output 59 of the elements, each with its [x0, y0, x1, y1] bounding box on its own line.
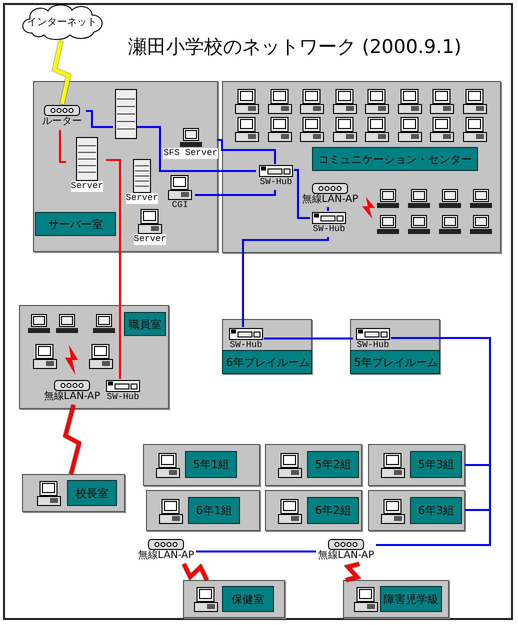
room-panel: [143, 444, 260, 486]
network-cable: [86, 110, 113, 128]
room-label: 5年1組: [185, 451, 237, 478]
room-label: 6年3組: [410, 497, 462, 524]
room-panel: [350, 319, 440, 374]
diagram-title: 瀬田小学校のネットワーク (2000.9.1): [128, 35, 462, 60]
network-cable: [106, 159, 121, 379]
room-panel: [265, 490, 362, 531]
device-label: ルーター: [42, 116, 82, 127]
room-label: 5年2組: [307, 451, 359, 478]
room-panel: [22, 474, 125, 512]
device-label: 無線LAN-AP: [318, 550, 374, 561]
room-label: 5年プレイルーム: [350, 350, 440, 374]
network-cable: [376, 337, 491, 546]
room-panel: [222, 81, 501, 253]
network-cable: [59, 130, 66, 163]
device-label: Server: [134, 234, 166, 245]
network-cable: [217, 139, 276, 164]
device-label: 無線LAN-AP: [44, 391, 100, 402]
device-label: SFS Server: [163, 148, 218, 159]
room-label: 6年1組: [188, 497, 240, 524]
room-panel: [19, 305, 169, 409]
lightning-bolt: [182, 563, 209, 581]
device-label: Server: [126, 193, 158, 204]
room-panel: [368, 444, 465, 486]
network-cable: [294, 169, 310, 219]
device-label: SW-Hub: [312, 224, 346, 235]
lightning-bolt: [344, 562, 362, 582]
network-cable: [137, 126, 256, 172]
device-label: CGI: [172, 200, 188, 211]
room-panel: [265, 444, 362, 486]
device-label: Server: [70, 181, 104, 192]
room-label: 6年2組: [307, 497, 359, 524]
room-panel: [343, 580, 449, 618]
network-cable: [264, 338, 353, 340]
room-panel: [33, 81, 218, 252]
room-label: サーバー室: [35, 212, 116, 236]
room-panel: [183, 580, 285, 618]
room-label: 校長室: [67, 480, 117, 506]
network-cable: [327, 207, 329, 211]
network-cable: [196, 550, 316, 552]
room-label: 6年プレイルーム: [222, 350, 312, 374]
device-label: SW-Hub: [230, 340, 262, 351]
network-cable: [242, 237, 329, 327]
room-label: 保健室: [222, 586, 274, 612]
room-panel: [368, 490, 465, 531]
device-label: SW-Hub: [356, 340, 390, 351]
cloud-label: インターネット: [27, 16, 97, 29]
room-panel: [222, 319, 312, 374]
room-label: 職員室: [124, 312, 166, 336]
room-label: 障害児学級: [380, 586, 442, 612]
room-label: コミュニケーション・センター: [312, 147, 478, 171]
device-label: 無線LAN-AP: [138, 550, 194, 561]
network-cable: [195, 190, 276, 196]
device-label: 無線LAN-AP: [302, 194, 358, 205]
device-label: SW-Hub: [106, 392, 140, 403]
device-label: SW-Hub: [260, 177, 292, 188]
room-panel: [146, 490, 260, 531]
room-label: 5年3組: [410, 451, 462, 478]
